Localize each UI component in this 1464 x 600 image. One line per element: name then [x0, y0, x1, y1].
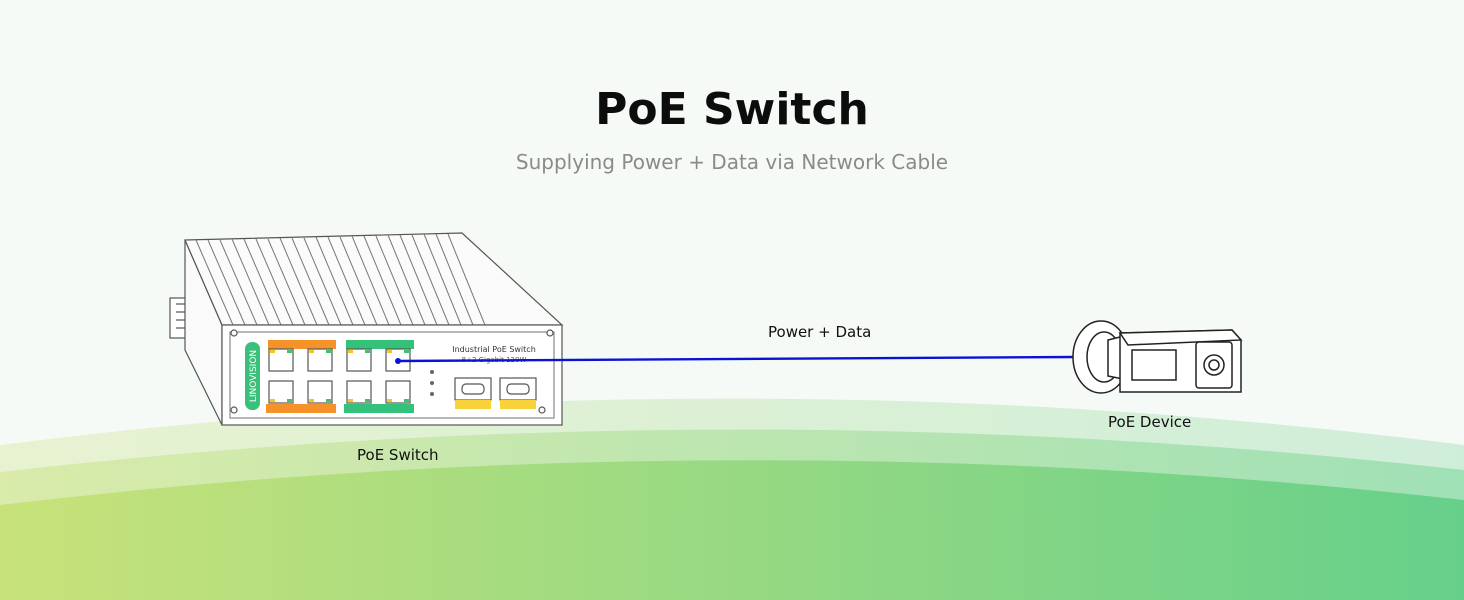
port-leds: [270, 350, 409, 402]
poe-switch-illustration: LINOVISION: [169, 232, 564, 426]
switch-label: PoE Switch: [357, 446, 439, 464]
link-label: Power + Data: [768, 323, 872, 341]
poe-camera-icon: [1072, 320, 1243, 394]
switch-brand: LINOVISION: [249, 350, 259, 402]
ground-hills: [0, 398, 1464, 600]
rj45-ports: [268, 348, 411, 404]
heatsink-fins: [195, 233, 486, 326]
device-label: PoE Device: [1108, 413, 1192, 431]
status-leds: [430, 370, 434, 396]
page-title: PoE Switch: [595, 84, 869, 135]
sfp-ports: [454, 377, 537, 409]
page-subtitle: Supplying Power + Data via Network Cable: [515, 150, 949, 174]
power-data-cable: [395, 355, 1076, 364]
switch-panel-title: Industrial PoE Switch: [452, 345, 536, 354]
